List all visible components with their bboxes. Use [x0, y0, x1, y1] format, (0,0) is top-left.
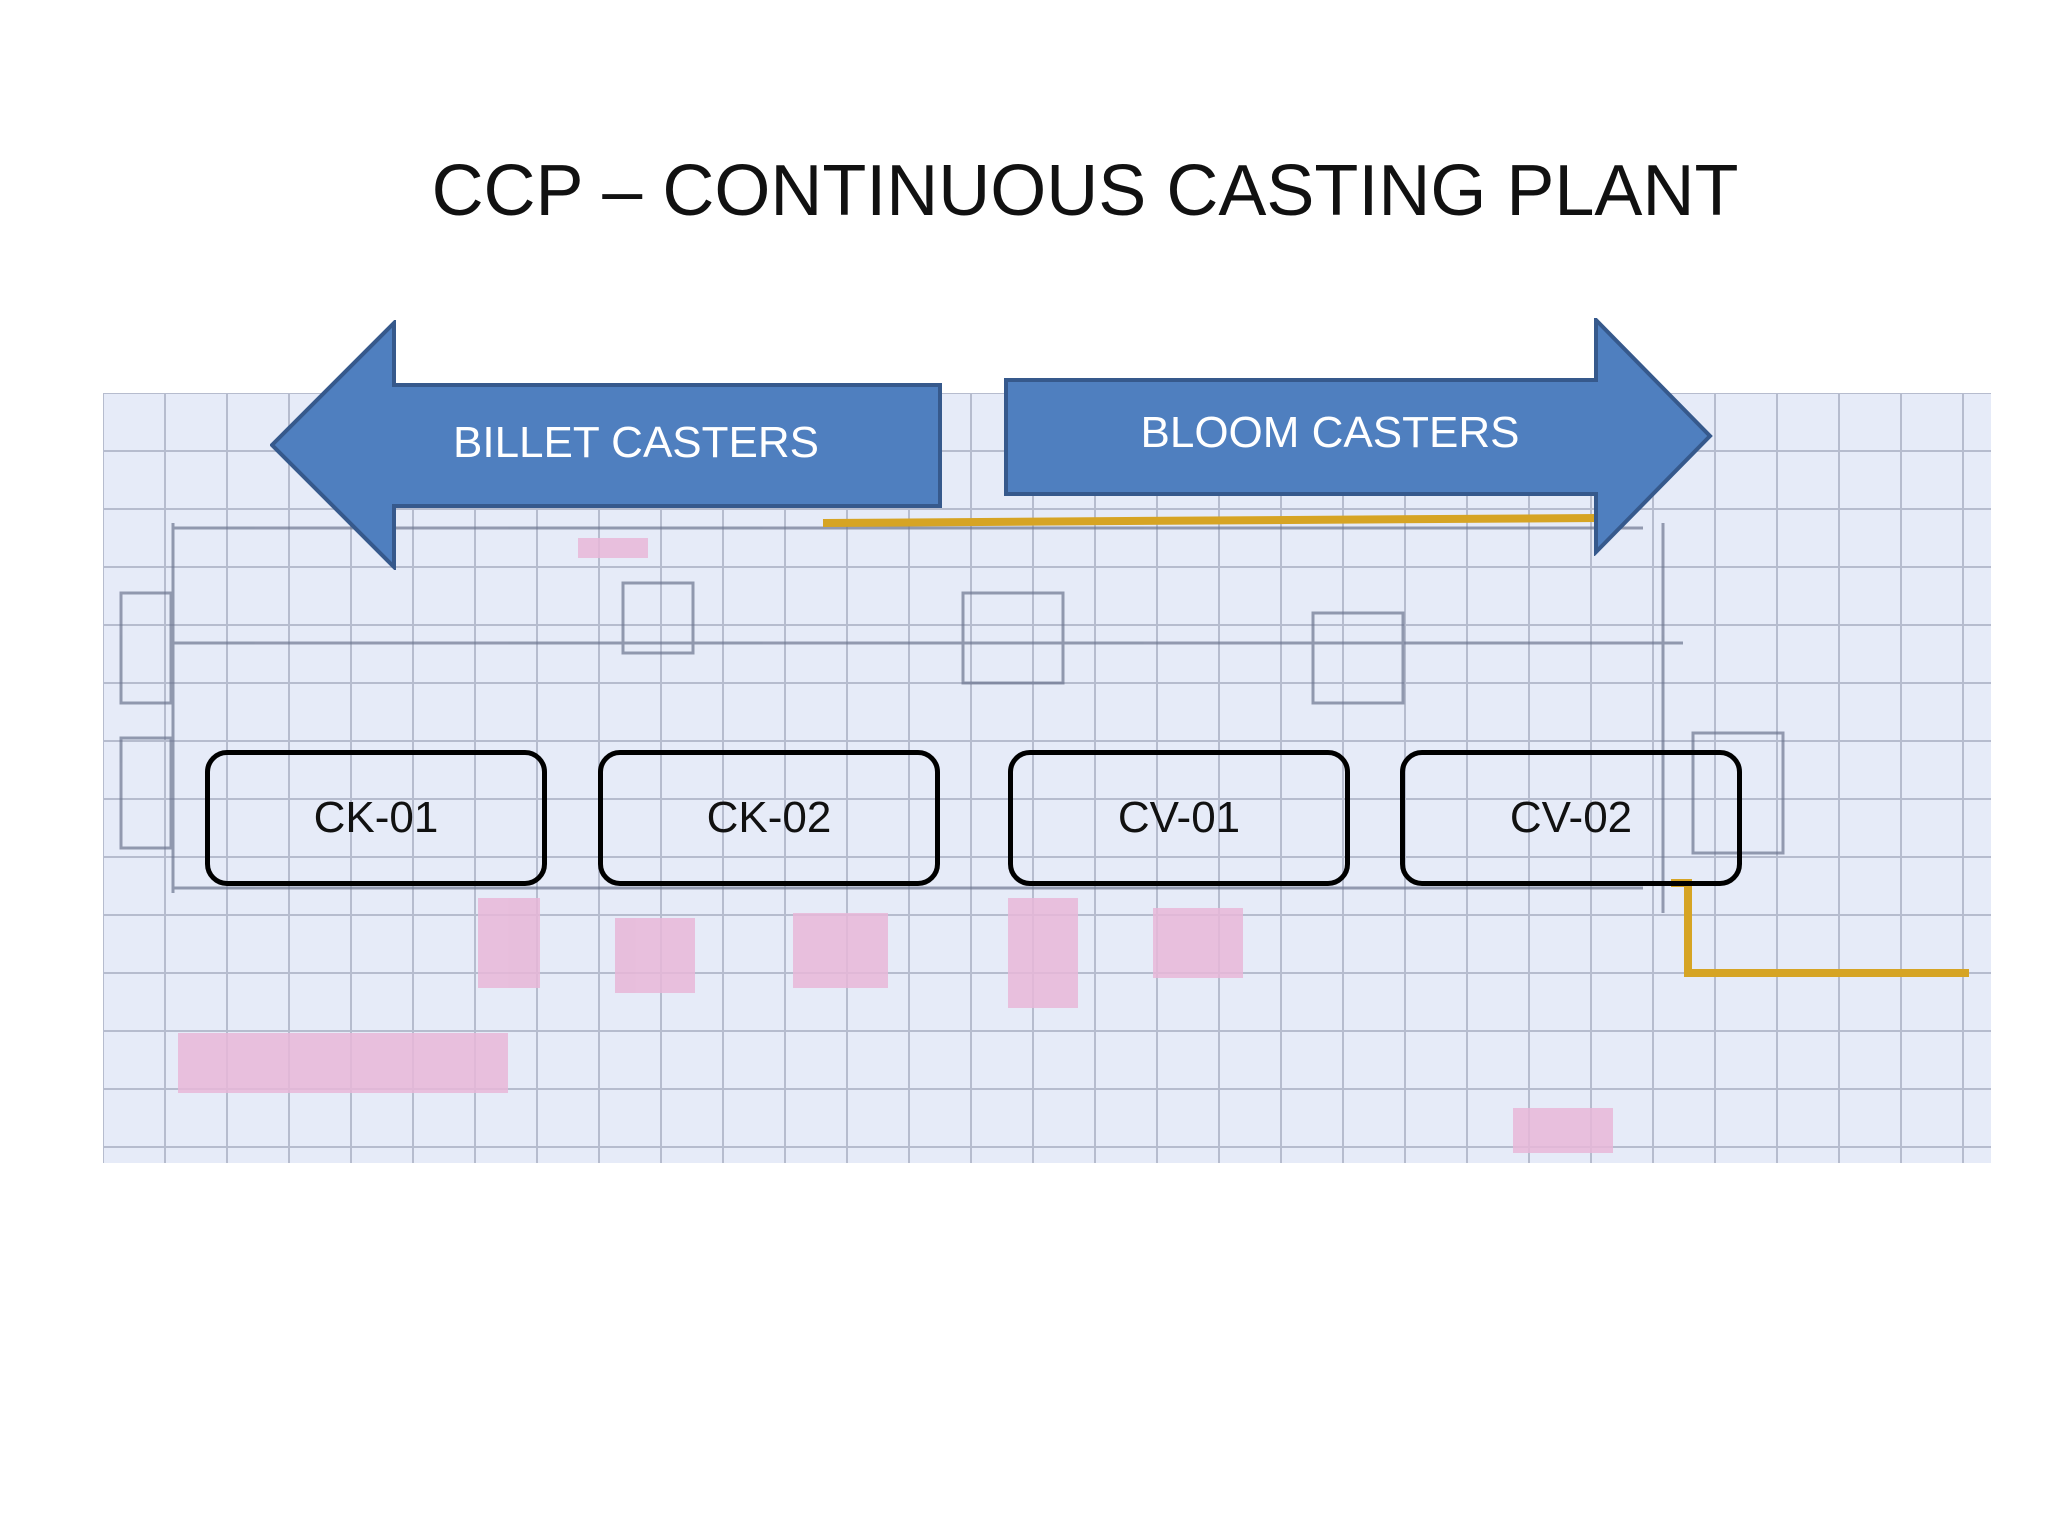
unit-label: CV-02 — [1509, 793, 1633, 842]
billet-casters-arrow — [270, 320, 942, 570]
unit-label: CV-01 — [1117, 793, 1241, 842]
unit-box-cv-01: CV-01 — [1008, 750, 1350, 886]
slide-title: CCP – CONTINUOUS CASTING PLANT — [431, 151, 1739, 231]
unit-label: CK-01 — [313, 793, 439, 842]
unit-label: CK-02 — [706, 793, 832, 842]
plant-layout-drawing — [103, 393, 1991, 1163]
unit-box-cv-02: CV-02 — [1400, 750, 1742, 886]
bloom-casters-arrow — [1004, 318, 1713, 556]
bloom-casters-label: BLOOM CASTERS — [1140, 408, 1520, 457]
unit-box-ck-02: CK-02 — [598, 750, 940, 886]
billet-casters-label: BILLET CASTERS — [453, 418, 819, 467]
unit-box-ck-01: CK-01 — [205, 750, 547, 886]
